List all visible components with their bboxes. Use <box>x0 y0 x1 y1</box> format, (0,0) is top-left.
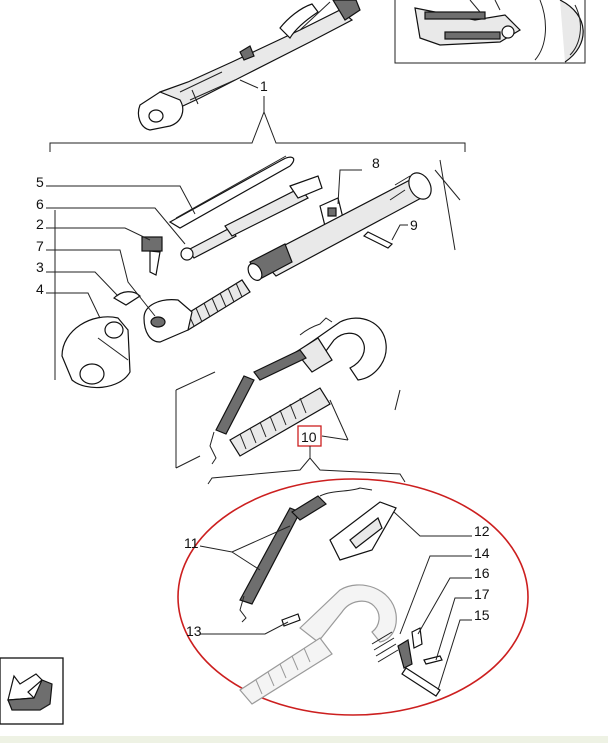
detail-highlight-ellipse <box>177 478 529 716</box>
label-4: 4 <box>36 281 44 297</box>
label-3: 3 <box>36 259 44 275</box>
label-17: 17 <box>474 586 490 602</box>
label-6: 6 <box>36 196 44 212</box>
label-8: 8 <box>372 155 380 171</box>
label-1: 1 <box>260 78 268 94</box>
label-14: 14 <box>474 545 490 561</box>
label-2: 2 <box>36 216 44 232</box>
leaders-1 <box>46 169 408 319</box>
label-7: 7 <box>36 238 44 254</box>
label-16: 16 <box>474 565 490 581</box>
label-12: 12 <box>474 523 490 539</box>
top-link-assembly <box>137 0 361 131</box>
bottom-strip <box>0 736 608 743</box>
hook-assembly-10 <box>175 317 401 469</box>
tractor-inset <box>394 0 586 64</box>
bracket-10 <box>207 457 406 485</box>
leaders-2 <box>199 511 472 691</box>
label-11: 11 <box>184 535 199 551</box>
bracket-1 <box>49 110 466 152</box>
label-5: 5 <box>36 174 44 190</box>
exploded-assembly-1 <box>54 155 461 389</box>
label-10: 10 <box>301 429 317 445</box>
label-15: 15 <box>474 607 490 623</box>
arrow-back-icon[interactable] <box>0 657 64 725</box>
hook-detail <box>239 487 443 705</box>
label-9: 9 <box>410 217 418 233</box>
label-13: 13 <box>186 623 202 639</box>
